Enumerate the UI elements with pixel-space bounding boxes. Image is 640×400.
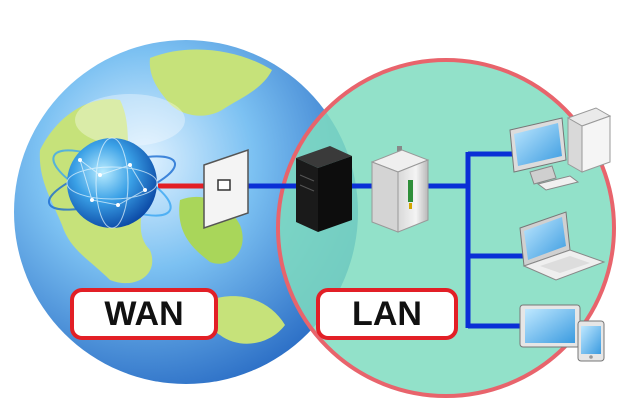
internet-sphere-icon: [47, 137, 177, 229]
laptop-icon: [519, 211, 606, 281]
lan-label: LAN: [316, 288, 458, 340]
desktop-computer-icon: [509, 107, 612, 191]
wall-network-jack-icon: [203, 148, 249, 230]
optical-network-unit-icon: [296, 146, 352, 232]
smartphone-icon: [577, 320, 605, 362]
wan-label: WAN: [70, 288, 218, 340]
tablet-icon: [519, 304, 581, 348]
router-icon: [370, 146, 430, 233]
